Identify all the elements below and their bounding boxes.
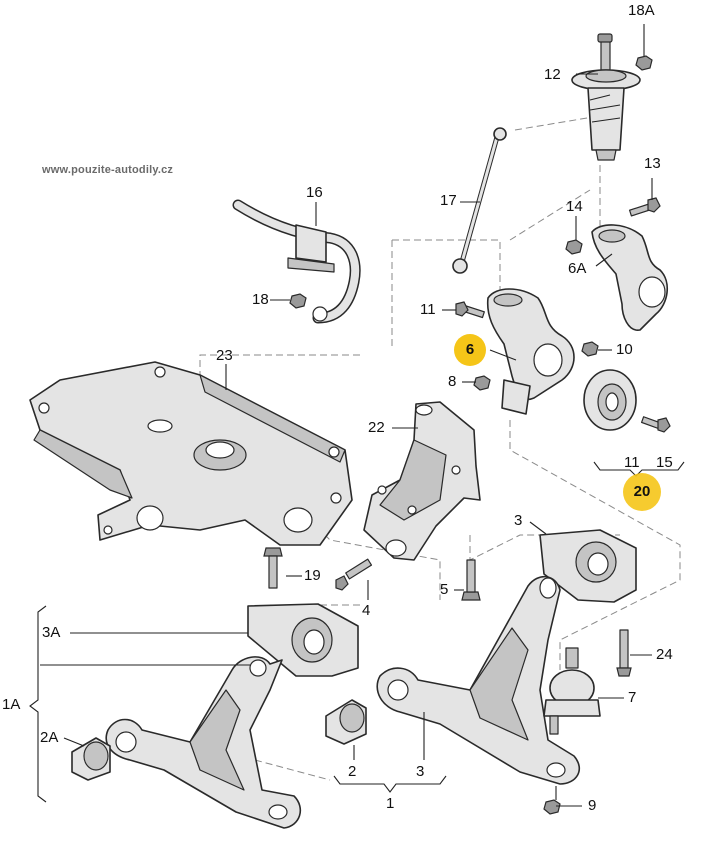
bolt-13: [628, 197, 661, 217]
bolt-11-top: [455, 301, 485, 319]
control-arm-1a: [105, 656, 302, 829]
callout-7: 7: [628, 689, 637, 706]
bolt-24: [616, 629, 632, 677]
nut-14: [565, 239, 583, 255]
bolt-15: [640, 416, 671, 433]
callout-4: 4: [362, 602, 371, 619]
control-arm-1: [376, 575, 580, 785]
bolt-5: [461, 559, 481, 601]
watermark: www.pouzite-autodily.cz: [42, 164, 174, 176]
callout-24: 24: [656, 646, 673, 663]
ball-joint-7: [543, 647, 601, 735]
callout-11-bottom: 11: [624, 454, 640, 471]
hub-11: [583, 369, 637, 431]
callout-6a: 6A: [568, 260, 587, 277]
strut-12: [571, 33, 641, 161]
knuckle-6: [486, 288, 575, 415]
callout-11-top: 11: [420, 301, 436, 318]
callout-18a: 18A: [628, 2, 655, 19]
callout-10: 10: [616, 341, 633, 358]
bushing-3a: [247, 603, 359, 677]
nut-18a: [635, 55, 653, 71]
callout-23: 23: [216, 347, 233, 364]
bolt-4: [335, 558, 373, 591]
callout-2a: 2A: [40, 729, 59, 746]
callout-13: 13: [644, 155, 661, 172]
subframe-23: [29, 361, 353, 546]
callout-12: 12: [544, 66, 561, 83]
stabilizer-bar-16: [232, 199, 361, 324]
nut-8: [473, 375, 491, 391]
highlight-markers: [454, 334, 661, 511]
stabilizer-link-17: [452, 127, 507, 274]
bracket-22: [363, 401, 481, 561]
callout-5: 5: [440, 581, 449, 598]
callout-3a: 3A: [42, 624, 61, 641]
bushing-2a: [71, 737, 111, 781]
callout-20: 20: [633, 483, 651, 500]
bolt-19: [263, 547, 283, 589]
nut-9: [543, 799, 561, 815]
callout-1: 1: [386, 795, 395, 812]
leader-lines: [40, 24, 653, 807]
callout-8: 8: [448, 373, 457, 390]
callout-15: 15: [656, 454, 673, 471]
callout-6: 6: [465, 341, 475, 358]
callout-1a: 1A: [2, 696, 21, 713]
bushing-2: [325, 699, 367, 745]
callout-2: 2: [348, 763, 357, 780]
callout-14: 14: [566, 198, 583, 215]
bushing-3-top: [539, 529, 637, 603]
callout-22: 22: [368, 419, 385, 436]
nut-10: [581, 341, 599, 357]
callout-18: 18: [252, 291, 269, 308]
callout-3-top: 3: [514, 512, 523, 529]
bolt-18: [289, 293, 307, 309]
callout-19: 19: [304, 567, 321, 584]
callout-17: 17: [440, 192, 457, 209]
knuckle-6a: [591, 224, 668, 331]
callout-16: 16: [306, 184, 323, 201]
callout-9: 9: [588, 797, 597, 814]
callout-3-bottom: 3: [416, 763, 425, 780]
